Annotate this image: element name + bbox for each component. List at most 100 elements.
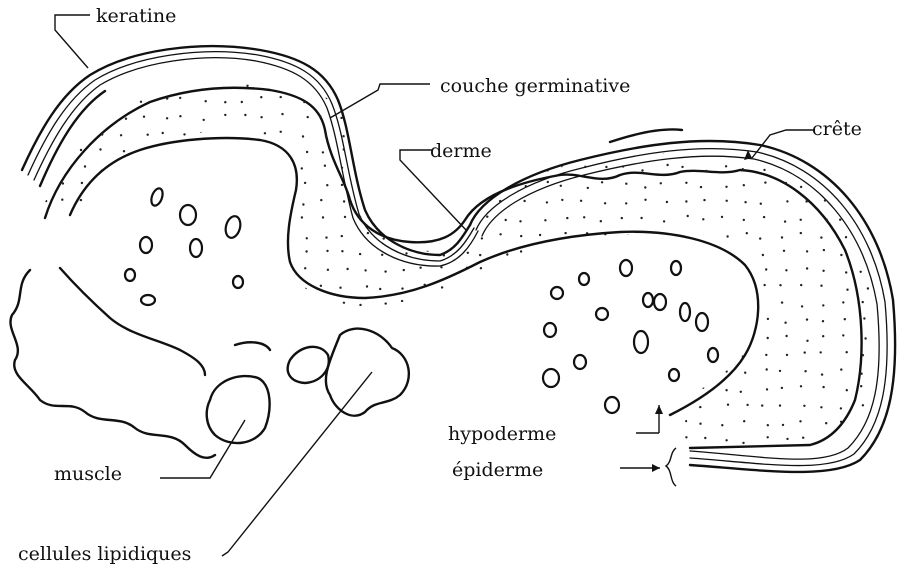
stipple-dot [326,184,328,186]
stipple-dot [620,436,622,438]
stipple-dot [483,130,485,132]
stipple-dot [639,152,641,154]
stipple-dot [883,204,885,206]
stipple-dot [605,166,607,168]
stipple-dot [760,203,762,205]
stipple-dot [586,334,588,336]
stipple-dot [781,301,783,303]
stipple-dot [427,249,429,251]
stipple-dot [401,300,403,302]
stipple-dot [860,373,862,375]
stipple-dot [220,389,222,391]
stipple-dot [805,200,807,202]
stipple-dot [526,404,528,406]
stipple-dot [379,167,381,169]
stipple-dot [80,269,82,271]
stipple-dot [725,186,727,188]
stipple-dot [806,340,808,342]
stipple-dot [279,164,281,166]
stipple-dot [141,204,143,206]
stipple-dot [746,232,748,234]
stipple-dot [306,337,308,339]
stipple-dot [263,237,265,239]
stipple-dot [882,186,884,188]
stipple-dot [482,373,484,375]
stipple-dot [785,269,787,271]
stipple-dot [521,385,523,387]
stipple-dot [443,405,445,407]
stipple-dot [442,115,444,117]
stipple-dot [479,254,481,256]
stipple-dot [280,440,282,442]
stipple-dot [419,235,421,237]
stipple-dot [685,387,687,389]
stipple-dot [383,237,385,239]
stipple-dot [62,182,64,184]
stipple-dot [520,456,522,458]
stipple-dot [121,84,123,86]
stipple-dot [245,289,247,291]
stipple-dot [223,288,225,290]
stipple-dot [661,441,663,443]
stipple-dot [680,285,682,287]
stipple-dot [260,252,262,254]
stipple-dot [339,287,341,289]
stipple-dot [405,337,407,339]
stipple-dot [179,97,181,99]
stipple-dot [566,217,568,219]
stipple-dot [764,181,766,183]
stipple-dot [84,301,86,303]
stipple-dot [341,250,343,252]
stipple-dot [142,422,144,424]
stipple-dot [564,389,566,391]
stipple-dot [421,203,423,205]
stipple-dot [726,235,728,237]
stipple-dot [666,201,668,203]
stipple-dot [65,459,67,461]
stipple-dot [187,419,189,421]
stipple-dot [343,200,345,202]
stipple-dot [841,81,843,83]
stipple-dot [859,441,861,443]
stipple-dot [685,420,687,422]
stipple-dot [420,370,422,372]
stipple-dot [541,405,543,407]
stipple-dot [241,101,243,103]
stipple-dot [221,215,223,217]
stipple-dot [100,182,102,184]
stipple-dot [123,150,125,152]
stipple-dot [539,300,541,302]
stipple-dot [604,202,606,204]
stipple-dot [403,152,405,154]
stipple-dot [385,352,387,354]
stipple-dot [381,254,383,256]
stipple-dot [365,202,367,204]
stipple-dot [220,149,222,151]
stipple-dot [480,267,482,269]
stipple-dot [565,336,567,338]
stipple-dot [840,254,842,256]
stipple-dot [24,419,26,421]
stipple-dot [307,116,309,118]
stipple-dot [625,250,627,252]
stipple-dot [261,152,263,154]
stipple-dot [704,437,706,439]
stipple-dot [446,168,448,170]
stipple-dot [160,323,162,325]
stipple-dot [161,351,163,353]
stipple-dot [881,373,883,375]
stipple-dot [525,185,527,187]
stipple-dot [105,215,107,217]
stipple-dot [846,389,848,391]
stipple-dot [367,232,369,234]
stipple-dot [304,288,306,290]
stipple-dot [663,318,665,320]
stipple-dot [182,249,184,251]
stipple-dot [544,419,546,421]
stipple-dot [166,117,168,119]
stipple-dot [766,368,768,370]
leader-muscle [160,420,245,478]
stipple-dot [563,320,565,322]
stipple-dot [86,456,88,458]
stipple-dot [145,355,147,357]
